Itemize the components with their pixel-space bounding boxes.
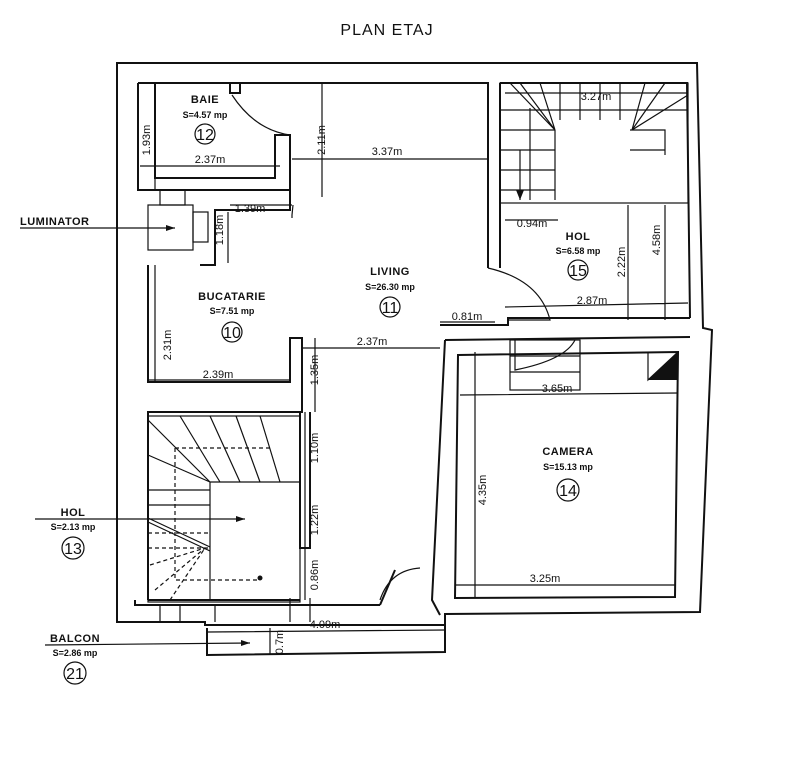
dim-stair-h1: 1.10m <box>309 433 321 464</box>
room-area: S=2.86 mp <box>53 648 98 658</box>
dim-baie-width: 2.37m <box>195 154 226 166</box>
doors <box>231 94 576 601</box>
dim-stair-h2: 1.22m <box>309 505 321 536</box>
room-name: BALCON <box>50 633 100 645</box>
room-name: CAMERA <box>542 446 593 458</box>
room-name: BAIE <box>191 94 219 106</box>
outer-walls <box>116 62 714 657</box>
dim-stair-h3: 0.86m <box>309 560 321 591</box>
room-name: HOL <box>61 507 86 519</box>
luminator-label: LUMINATOR <box>20 216 89 228</box>
dimension-labels: 1.93m 2.37m 2.11m 3.37m 1.39m 1.18m 2.31… <box>141 91 663 654</box>
room-number: 11 <box>382 300 399 317</box>
dim-balcon-h: 0.7m <box>274 630 286 654</box>
room-living: LIVING S=26.30 mp 11 <box>365 266 415 318</box>
room-hol-13: HOL S=2.13 mp 13 <box>51 507 96 560</box>
room-area: S=15.13 mp <box>543 462 593 472</box>
dim-liv-w2: 2.37m <box>357 336 388 348</box>
room-area: S=26.30 mp <box>365 282 415 292</box>
stairs-hol-13 <box>35 415 311 646</box>
dim-lum-w: 1.39m <box>235 203 266 215</box>
room-number: 15 <box>569 263 587 280</box>
dim-buc-w: 2.39m <box>203 369 234 381</box>
dim-door-w: 0.81m <box>452 311 483 323</box>
dim-hol15-w-top: 3.27m <box>581 91 612 103</box>
room-hol-15: HOL S=6.58 mp 15 <box>556 231 601 281</box>
dim-lum-h: 1.18m <box>214 215 226 246</box>
dim-liv-h2: 1.35m <box>309 355 321 386</box>
dim-hol15-h: 2.22m <box>616 247 628 278</box>
plan-title: PLAN ETAJ <box>340 22 433 39</box>
luminator-shaft <box>20 189 209 251</box>
dim-hol15-w-small: 0.94m <box>517 218 548 230</box>
dim-buc-h: 2.31m <box>162 330 174 361</box>
room-name: LIVING <box>370 266 410 278</box>
room-number: 21 <box>66 666 84 683</box>
stairs-hol-15 <box>499 82 689 391</box>
dim-living-h1: 2.11m <box>316 125 328 155</box>
dim-hol15-w: 2.87m <box>577 295 608 307</box>
room-number: 14 <box>559 483 577 500</box>
dim-cam-w-top: 3.65m <box>542 383 573 395</box>
dimension-lines <box>140 83 689 655</box>
room-camera: CAMERA S=15.13 mp 14 <box>542 446 593 502</box>
dim-living-w1: 3.37m <box>372 146 403 158</box>
room-area: S=7.51 mp <box>210 306 255 316</box>
dim-balcon-w: 4.09m <box>310 619 341 631</box>
room-name: HOL <box>566 231 591 243</box>
dim-hol15-h2: 4.58m <box>651 225 663 256</box>
room-bucatarie: BUCATARIE S=7.51 mp 10 <box>198 291 266 343</box>
dim-baie-height: 1.93m <box>141 125 153 156</box>
room-area: S=2.13 mp <box>51 522 96 532</box>
room-number: 13 <box>64 541 82 558</box>
room-number: 12 <box>196 127 214 144</box>
room-balcon: BALCON S=2.86 mp 21 <box>50 633 100 685</box>
dim-cam-h: 4.35m <box>477 475 489 506</box>
room-area: S=6.58 mp <box>556 246 601 256</box>
room-name: BUCATARIE <box>198 291 266 303</box>
room-number: 10 <box>223 325 241 342</box>
dim-cam-w-bottom: 3.25m <box>530 573 561 585</box>
room-baie: BAIE S=4.57 mp 12 <box>183 94 228 145</box>
room-area: S=4.57 mp <box>183 110 228 120</box>
